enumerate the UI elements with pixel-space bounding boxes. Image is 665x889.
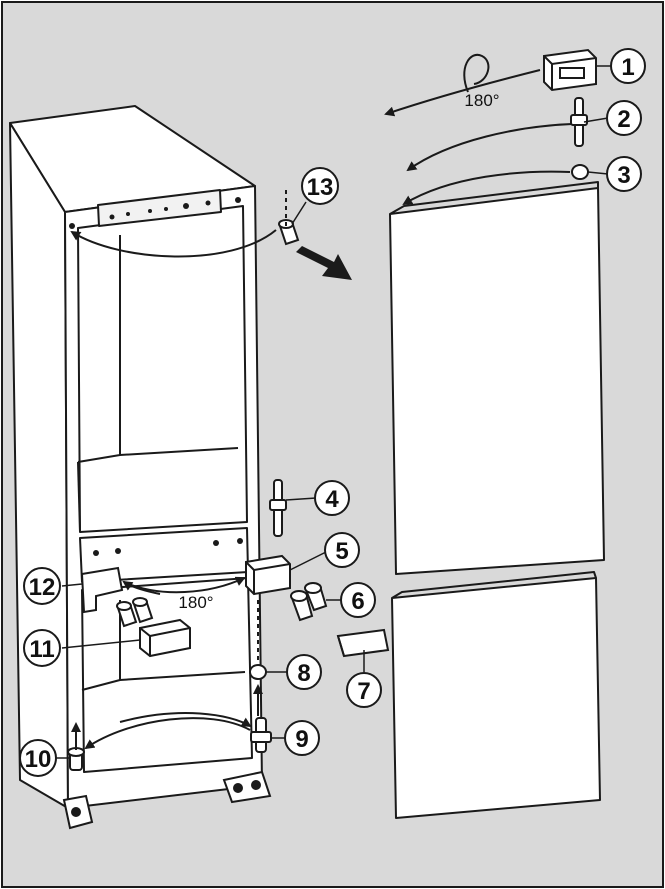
callout-6: 6	[340, 582, 376, 618]
svg-text:11: 11	[29, 636, 54, 663]
arrow-part-13	[70, 229, 277, 258]
callout-5: 5	[324, 532, 360, 568]
part-hinge-pin-top	[570, 97, 588, 147]
bottom-hinge-right	[222, 770, 272, 804]
angle-label-middle: 180°	[178, 593, 213, 612]
part-screws-right	[290, 582, 328, 622]
control-panel-buttons	[69, 197, 243, 556]
part-cover	[139, 618, 191, 658]
callout-10: 10	[19, 739, 57, 777]
svg-text:13: 13	[307, 174, 334, 201]
svg-text:1: 1	[621, 54, 634, 81]
lower-compartment	[81, 577, 253, 773]
upper-compartment	[77, 205, 248, 533]
arrow-middle-arc	[123, 576, 246, 594]
control-panel	[97, 189, 222, 227]
callout-3: 3	[606, 156, 642, 192]
callout-2: 2	[606, 100, 642, 136]
part-hinge-pin-middle	[269, 479, 287, 537]
svg-text:12: 12	[29, 574, 56, 601]
svg-text:5: 5	[335, 538, 348, 565]
pull-out-arrow	[296, 246, 352, 280]
cabinet-side	[9, 122, 69, 809]
part-screws-left	[116, 597, 154, 628]
callout-7: 7	[346, 672, 382, 708]
callout-12: 12	[23, 567, 61, 605]
part-hinge-plate-left	[80, 566, 124, 614]
upper-door	[389, 181, 605, 575]
callout-4: 4	[314, 480, 350, 516]
part-hinge-pin-bottom	[250, 717, 272, 753]
callout-11: 11	[23, 629, 61, 667]
svg-text:10: 10	[25, 746, 52, 773]
part-middle-hinge	[245, 554, 291, 596]
part-top-hinge	[543, 48, 597, 92]
part-pin-bottom-left	[67, 747, 85, 771]
part-clip	[336, 628, 390, 658]
arrow-bottom-arc	[84, 717, 251, 750]
part-cap-bottom	[249, 664, 267, 680]
lower-door	[391, 571, 601, 819]
rotate-loop	[463, 53, 490, 93]
bottom-hinge-left	[62, 794, 94, 830]
fridge-cabinet	[9, 105, 263, 809]
leader-lines	[56, 65, 612, 759]
callout-8: 8	[286, 654, 322, 690]
movement-arrows	[70, 53, 573, 750]
svg-text:3: 3	[617, 162, 630, 189]
callout-1: 1	[610, 48, 646, 84]
svg-text:2: 2	[617, 106, 630, 133]
arrow-part-2	[406, 123, 573, 172]
callout-9: 9	[284, 720, 320, 756]
arrow-part-1	[384, 69, 541, 117]
angle-label-top: 180°	[464, 91, 499, 110]
svg-text:9: 9	[295, 726, 308, 753]
svg-text:7: 7	[357, 678, 370, 705]
svg-text:4: 4	[325, 486, 339, 513]
callout-13: 13	[301, 167, 339, 205]
part-cap-top	[571, 164, 589, 180]
arrow-part-3	[402, 170, 571, 206]
svg-text:6: 6	[351, 588, 364, 615]
svg-text:8: 8	[297, 660, 310, 687]
